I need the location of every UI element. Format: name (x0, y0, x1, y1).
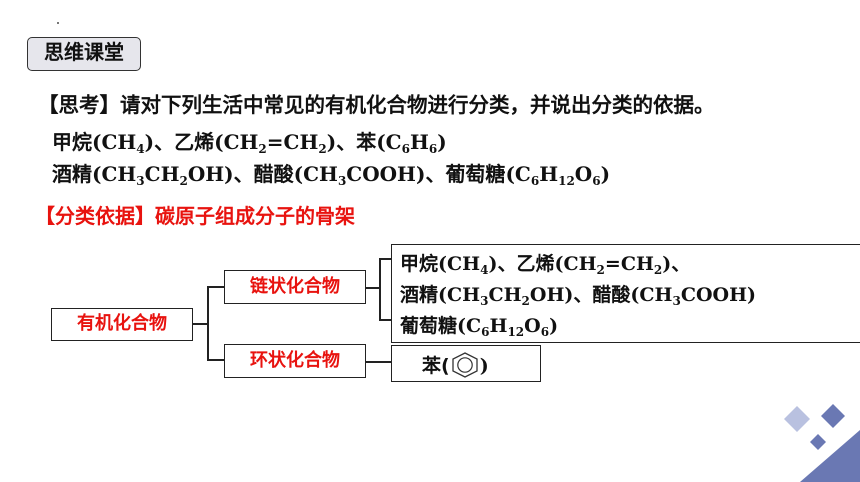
section-tag: 思维课堂 (27, 37, 141, 71)
formula-sub: 2 (258, 142, 267, 156)
chain-members-line-3: 葡萄糖(C6H12O6) (400, 315, 559, 339)
example-name: 醋酸 (253, 162, 294, 186)
connector (379, 319, 391, 321)
examples-row-2: 酒精(CH3CH2OH)、醋酸(CH3COOH)、葡萄糖(C6H12O6) (52, 162, 611, 188)
formula-part: CH (101, 130, 137, 154)
example-name: 甲烷 (52, 130, 92, 154)
formula-part: CH (101, 162, 137, 186)
connector (379, 258, 391, 260)
formula-sub: 6 (401, 142, 410, 156)
example-name: 葡萄糖 (445, 162, 506, 186)
formula-sub: 2 (318, 142, 327, 156)
formula-sub: 6 (530, 174, 540, 188)
basis-text: 碳原子组成分子的骨架 (155, 204, 355, 228)
formula-part: CH (223, 130, 259, 154)
formula-part: H (539, 162, 559, 186)
question-prefix: 【思考】 (38, 93, 120, 117)
formula-part: =CH (266, 130, 319, 154)
connector (366, 361, 391, 363)
chain-members-line-1: 甲烷(CH4)、乙烯(CH2=CH2)、 (400, 253, 691, 277)
formula-sub: 6 (592, 174, 601, 188)
basis-label: 【分类依据】 (35, 204, 155, 228)
formula-sub: 4 (136, 142, 145, 156)
formula-part: COOH (346, 162, 416, 186)
question-text: 请对下列生活中常见的有机化合物进行分类，并说出分类的依据。 (120, 93, 715, 117)
corner-decoration (784, 404, 860, 482)
examples-row-1: 甲烷(CH4)、乙烯(CH2=CH2)、苯(C6H6) (52, 130, 447, 156)
connector (207, 286, 209, 360)
formula-part: CH (144, 162, 180, 186)
ring-member-prefix: 苯( (422, 355, 450, 377)
formula-part: H (409, 130, 429, 154)
ring-member-suffix: ) (479, 355, 489, 377)
benzene-ring-icon (450, 352, 480, 378)
connector (207, 286, 224, 288)
formula-part: CH (303, 162, 338, 186)
formula-part: OH (187, 162, 225, 186)
example-name: 酒精 (52, 162, 92, 186)
question-line: 【思考】请对下列生活中常见的有机化合物进行分类，并说出分类的依据。 (38, 88, 715, 118)
formula-sub: 6 (428, 142, 438, 156)
basis-line: 【分类依据】碳原子组成分子的骨架 (35, 200, 355, 229)
example-name: 乙烯 (174, 130, 215, 154)
connector (207, 359, 224, 361)
chain-compound-node: 链状化合物 (224, 270, 366, 304)
connector (366, 287, 380, 289)
ring-compound-node: 环状化合物 (224, 344, 366, 378)
connector (193, 323, 208, 325)
connector (379, 258, 381, 320)
root-node: 有机化合物 (51, 308, 193, 341)
formula-sub: 3 (136, 174, 145, 188)
decor-dot (57, 22, 59, 24)
chain-members-line-2: 酒精(CH3CH2OH)、醋酸(CH3COOH) (400, 284, 757, 308)
formula-part: C (385, 130, 402, 154)
formula-part: C (514, 162, 531, 186)
example-name: 苯 (356, 130, 377, 154)
formula-part: O (574, 162, 593, 186)
formula-sub: 2 (179, 174, 188, 188)
formula-sub: 3 (337, 174, 347, 188)
ring-members-box: 苯( ) (391, 345, 541, 382)
ring-member-line: 苯( ) (422, 351, 489, 378)
chain-members-box: 甲烷(CH4)、乙烯(CH2=CH2)、 酒精(CH3CH2OH)、醋酸(CH3… (391, 244, 860, 343)
formula-sub: 12 (558, 174, 575, 188)
